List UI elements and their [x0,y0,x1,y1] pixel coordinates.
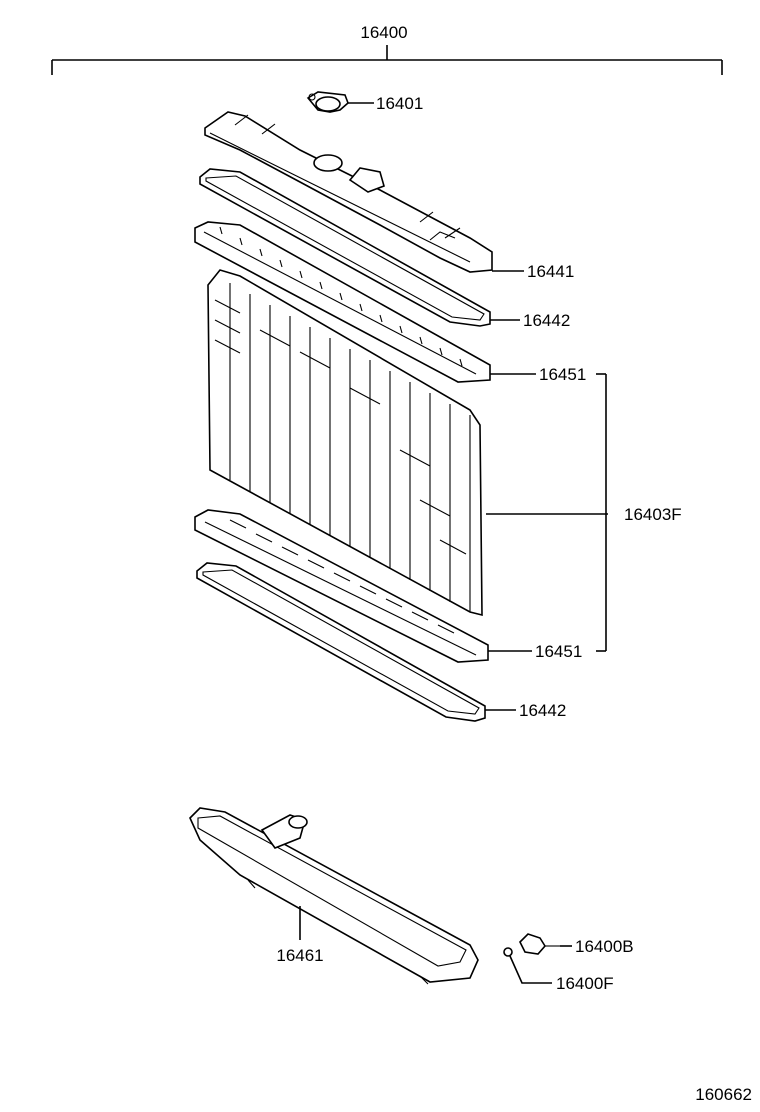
part-label-upper-tank: 16441 [527,262,574,281]
part-label-cap: 16401 [376,94,423,113]
part-label-drain-ring: 16400F [556,974,614,993]
drain-cock-icon [519,933,560,955]
radiator-cap-icon [306,91,349,113]
radiator-core-icon [207,269,483,617]
lower-gasket-icon [196,562,486,722]
assembly-number-label: 16400 [360,23,407,42]
upper-core-plate-icon [194,221,491,383]
upper-tank-icon [204,111,493,273]
lower-tank-icon [189,807,479,985]
assembly-bracket [51,45,723,75]
lower-core-plate-icon [194,509,489,663]
leader-drain-ring [509,955,552,984]
core-group-bracket [596,373,607,652]
part-label-core: 16403F [624,505,682,524]
part-label-drain-cock: 16400B [575,937,634,956]
part-label-upper-gasket: 16442 [523,311,570,330]
part-label-upper-plate: 16451 [539,365,586,384]
part-label-lower-plate: 16451 [535,642,582,661]
part-label-lower-tank: 16461 [276,946,323,965]
upper-gasket-icon [199,168,491,327]
drain-ring-icon [503,947,513,957]
illustration-id: 160662 [695,1085,752,1104]
part-label-lower-gasket: 16442 [519,701,566,720]
